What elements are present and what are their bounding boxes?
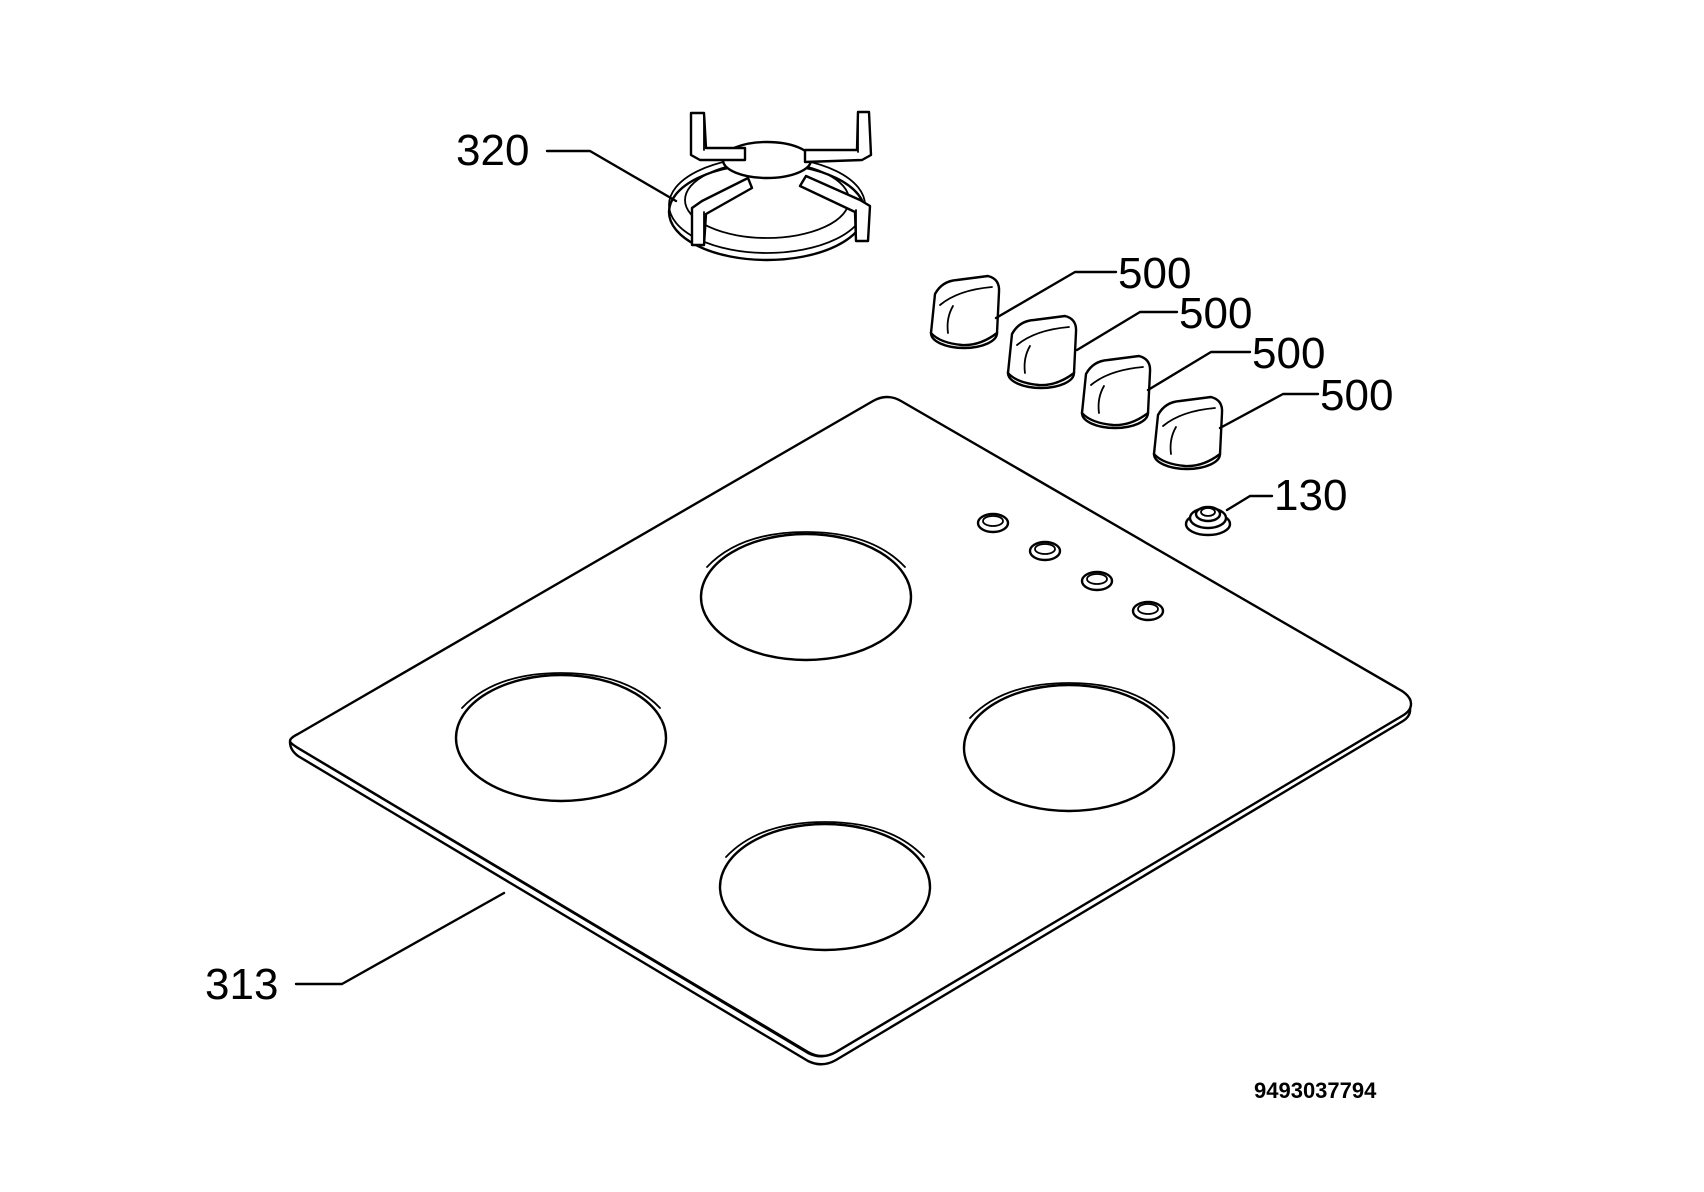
burner-opening-front [718, 821, 932, 952]
callout-500-knob-3: 500 [1252, 329, 1325, 378]
leader-line-500-1 [994, 270, 1118, 320]
leader-line-500-2 [1075, 310, 1179, 352]
burner-opening-rear [699, 531, 913, 662]
leader-line-313 [294, 891, 506, 986]
callout-320: 320 [456, 126, 529, 175]
control-knob-4 [1152, 395, 1224, 471]
control-knob-3 [1080, 354, 1152, 430]
callout-313: 313 [205, 960, 278, 1009]
ignition-button [1184, 505, 1232, 537]
knob-hole-1 [976, 512, 1010, 534]
knob-hole-4 [1131, 600, 1165, 622]
leader-line-130 [1225, 494, 1274, 512]
drawing-number: 9493037794 [1254, 1078, 1377, 1103]
callout-500-knob-1: 500 [1118, 249, 1191, 298]
knob-hole-2 [1028, 540, 1062, 562]
knob-hole-3 [1080, 570, 1114, 592]
leader-line-500-3 [1146, 350, 1252, 392]
leader-line-500-4 [1218, 392, 1320, 430]
control-knob-1 [929, 274, 1001, 350]
burner-opening-right [962, 682, 1176, 813]
pan-support-grid [667, 110, 873, 262]
callout-130: 130 [1274, 471, 1347, 520]
callout-500-knob-2: 500 [1179, 289, 1252, 338]
control-knob-2 [1006, 314, 1078, 390]
leader-line-320 [545, 149, 678, 203]
burner-opening-left [454, 672, 668, 803]
callout-500-knob-4: 500 [1320, 371, 1393, 420]
hob-top-plate [288, 395, 1413, 1066]
